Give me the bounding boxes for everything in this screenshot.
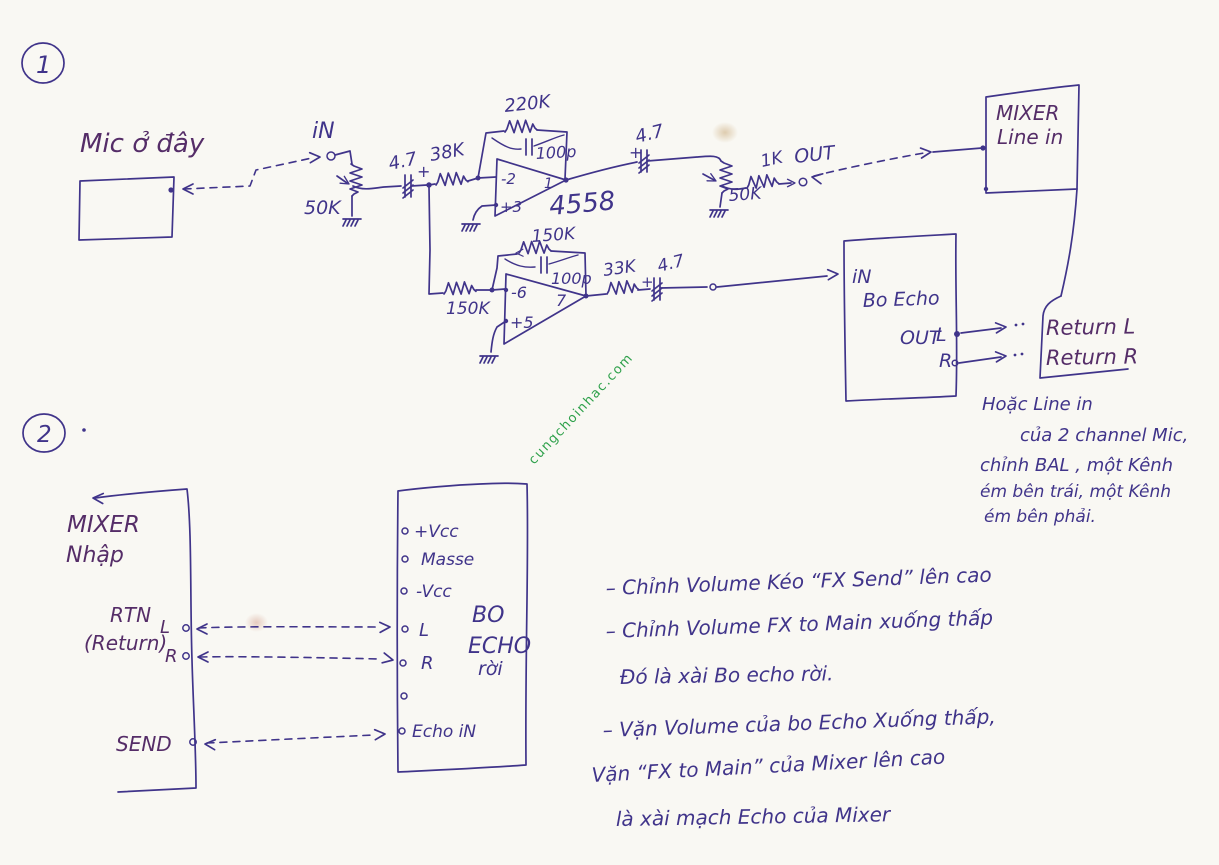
opamp2 [479,273,587,364]
pot2-value: 50K [728,184,764,206]
r150-input-value: 150K [446,299,491,319]
out-label: OUT [793,142,837,168]
instruction-notes: – Chỉnh Volume Kéo “FX Send” lên cao – C… [591,563,996,831]
feedback1-220k-100p [477,119,568,180]
echo-box-title: Bo Echo [862,287,940,312]
cap3-value: 4.7 [655,251,686,277]
mixer-box-subtitle: Line in [997,125,1063,149]
opamp1 [461,158,567,232]
stage2-input-wire [428,186,506,296]
note-4: – Vặn Volume của bo Echo Xuống thấp, [602,704,996,742]
in-terminal [326,151,336,161]
output-pot-50k [702,160,747,218]
opamp1-noninverting-pin: +3 [500,198,522,216]
mic-to-in-dashed-link [182,151,322,195]
terminal-masse: Masse [421,550,474,570]
note-line-4: ém bên trái, một Kênh [980,482,1171,502]
opamp2-inverting-pin: -6 [511,283,527,302]
watermark-text: cungchoinhac.com [526,350,637,467]
cap2-polarity: + [629,143,642,162]
section2-number: 2 [37,422,52,448]
mixer2-subtitle: Nhập [66,543,124,568]
rtn-label: RTN [110,603,151,627]
opamp1-inverting-pin: -2 [501,170,516,188]
note-1: – Chỉnh Volume Kéo “FX Send” lên cao [605,563,992,600]
cap3-polarity: + [641,273,654,291]
terminal-r: R [421,653,434,674]
note-6: là xài mạch Echo của Mixer [616,802,892,831]
mixer-box-title: MIXER [996,101,1059,125]
cap1-electrolytic [402,174,428,199]
out-to-mixer-dashed-link [810,145,986,185]
return-r-label: Return R [1046,344,1139,370]
bo-echo-box [843,233,960,402]
section2-badge: 2 [22,413,86,453]
cap2-electrolytic [638,149,722,174]
note-line-1: Hoặc Line in [982,394,1093,415]
send-label: SEND [116,732,172,756]
echo-output-arrows [958,321,1025,364]
echo-in-label: iN [852,266,872,288]
board-title-bo: BO [472,603,504,628]
out-terminal [798,177,808,187]
bo-echo-roi-box [396,482,529,773]
return-bracket [1039,295,1129,379]
r33-value: 33K [602,256,639,281]
rtn-l-dashed-link [196,621,392,635]
terminal-l: L [419,620,429,641]
note-line-3: chỉnh BAL , một Kênh [980,455,1173,476]
r1k-value: 1K [759,147,786,172]
resistor-38k [428,170,497,187]
chip-label: 4558 [548,186,617,222]
terminal-echo-in: Echo iN [412,722,476,742]
mixer-line-in-box [983,84,1080,297]
mixer2-title: MIXER [67,512,140,538]
pot1-value: 50K [304,197,342,219]
fb1-resistor-value: 220K [503,91,552,117]
rtn-l-label: L [160,617,170,638]
echo-out-l: L [936,324,947,346]
opamp1-output-pin: 1 [544,176,553,192]
section1-number: 1 [36,51,51,79]
paper-stain [712,122,738,143]
cap1-value: 4.7 [387,148,420,175]
echo-out-r: R [939,350,952,372]
input-pot-50k [334,150,402,227]
resistor-1k [745,172,796,190]
hoac-line-in-note: Hoặc Line in của 2 channel Mic, chỉnh BA… [980,394,1188,527]
section1-badge: 1 [21,42,65,84]
echo-out-label: OUT [900,327,942,349]
return-word-label: (Return) [84,631,167,655]
note-line-2: của 2 channel Mic, [1020,425,1188,446]
mixer-nhap-box [91,488,197,793]
send-dashed-link [203,728,387,751]
stage1-output-wire [563,161,638,183]
cap2-value: 4.7 [633,120,666,147]
terminal-vcc-minus: -Vcc [416,582,452,602]
in-label: iN [312,119,335,144]
opamp2-noninverting-pin: +5 [510,313,534,332]
r38-value: 38K [428,139,467,166]
note-line-5: ém bên phải. [984,507,1096,527]
board-title-echo: ECHO [468,634,531,659]
note-5: Vặn “FX to Main” của Mixer lên cao [591,744,946,786]
return-l-label: Return L [1046,314,1136,340]
rtn-r-label: R [165,646,178,667]
board-title-roi: rời [478,658,503,680]
mic-box-label: Mic ở đây [80,129,205,159]
opamp2-output-pin: 7 [556,291,567,310]
rtn-r-dashed-link [197,651,395,666]
mic-box [78,176,175,241]
fb1-cap-value: 100p [535,142,577,163]
cap1-polarity: + [417,162,430,181]
feedback2-150k-100p [491,240,587,297]
note-2: – Chỉnh Volume FX to Main xuống thấp [605,605,993,643]
terminal-vcc-plus: +Vcc [414,522,459,542]
note-3: Đó là xài Bo echo rời. [620,661,834,689]
fb2-resistor-value: 150K [531,224,578,247]
stage2-output-wire [583,268,840,302]
fb2-cap-value: 100p [551,269,592,288]
